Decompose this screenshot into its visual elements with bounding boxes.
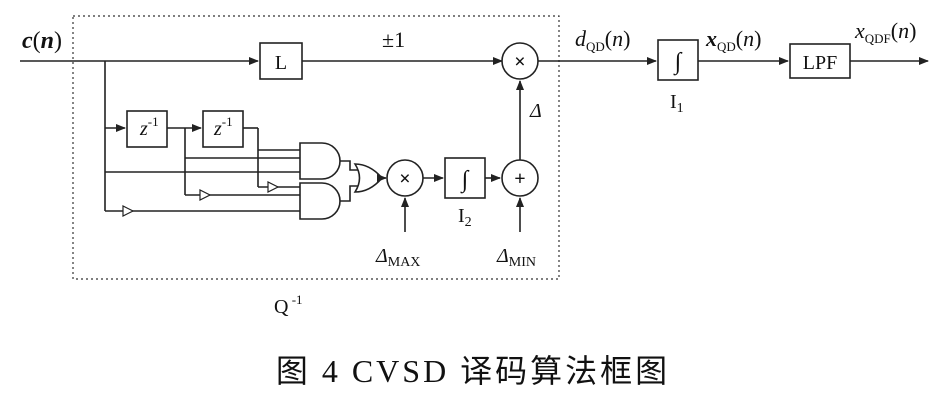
integrator-1-label: I1 bbox=[670, 91, 684, 116]
integrator-1-symbol: ∫ bbox=[673, 49, 683, 76]
xqdf-label: xQDF(n) bbox=[854, 18, 916, 46]
and2-to-or bbox=[340, 185, 360, 202]
decoder-boundary bbox=[72, 15, 560, 280]
delay-block-2 bbox=[202, 110, 244, 148]
integrator-2-label: I2 bbox=[458, 205, 472, 230]
and1-to-or bbox=[340, 160, 360, 171]
and-gate-1 bbox=[299, 142, 341, 180]
figure-caption: 图 4 CVSD 译码算法框图 bbox=[275, 353, 671, 389]
decoder-label: Q -1 bbox=[274, 292, 303, 318]
output-multiplier-symbol: × bbox=[514, 51, 525, 73]
inverter-z1 bbox=[199, 189, 212, 201]
step-adder-symbol: + bbox=[514, 168, 525, 190]
input-signal-label: c(n) bbox=[22, 28, 62, 54]
lpf-block-label: LPF bbox=[803, 52, 837, 74]
or-gate bbox=[353, 163, 384, 193]
integrator-2-block bbox=[444, 157, 486, 199]
dqd-label: dQD(n) bbox=[575, 26, 630, 54]
step-multiplier-symbol: × bbox=[399, 168, 410, 190]
integrator-2-symbol: ∫ bbox=[460, 167, 470, 194]
xqd-label: xQD(n) bbox=[705, 26, 761, 54]
polarity-label: ±1 bbox=[382, 27, 405, 52]
cvsd-decoder-diagram: × × + L LPF ∫ ∫ z-1 z-1 c(n) ±1 dQD(n) x… bbox=[20, 15, 929, 318]
limiter-block-label: L bbox=[275, 52, 287, 74]
inverter-input bbox=[122, 205, 135, 217]
integrator-1-block bbox=[657, 39, 699, 81]
and-gate-2 bbox=[299, 182, 341, 220]
inverter-z2 bbox=[267, 181, 280, 193]
delta-label: Δ bbox=[529, 100, 542, 122]
delta-min-label: ΔMIN bbox=[496, 245, 536, 270]
limiter-block bbox=[259, 42, 303, 80]
delay-block-1 bbox=[126, 110, 168, 148]
delta-max-label: ΔMAX bbox=[375, 245, 420, 270]
